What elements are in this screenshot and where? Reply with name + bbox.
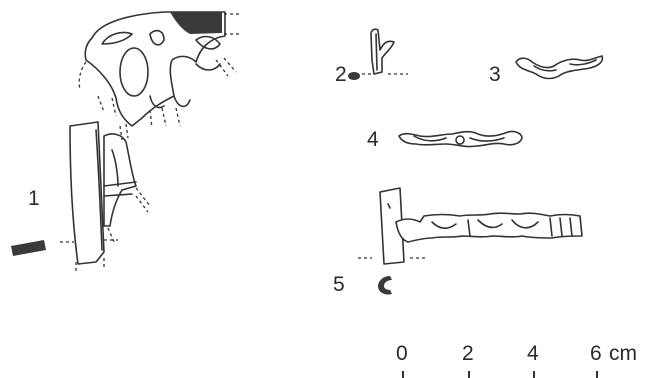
artifact-2-drawing [348,28,408,80]
artifact-3-drawing [515,55,604,80]
scale-tick-label-6: 6 [590,342,602,365]
artifact-5-drawing [358,187,583,295]
scale-tick-label-4: 4 [527,342,539,365]
scale-bar: 0 2 4 6 cm [396,342,637,378]
artifact-3-label: 3 [489,63,501,86]
artifact-1-label: 1 [28,187,40,210]
scale-unit-label: cm [609,342,637,365]
artifact-1-drawing [11,11,240,272]
artifact-5-label: 5 [333,273,345,296]
artifact-4-drawing [398,130,523,148]
artifact-2-label: 2 [335,63,347,86]
scale-tick-label-0: 0 [396,342,408,365]
scale-tick-label-2: 2 [462,342,474,365]
artifact-4-label: 4 [367,128,379,151]
